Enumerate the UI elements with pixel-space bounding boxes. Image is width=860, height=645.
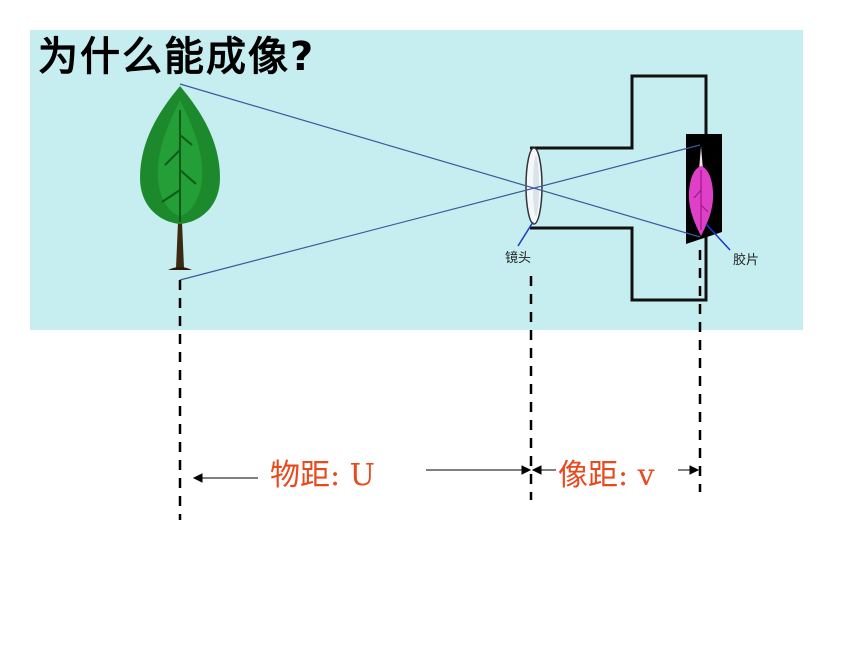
distance-arrows [192,465,700,483]
film-label: 胶片 [733,253,760,268]
lens-label: 镜头 [505,251,532,266]
light-rays [179,83,701,281]
image-distance-label: 像距: v [558,458,655,493]
page-title: 为什么能成像? [38,34,316,80]
tree-object [140,86,220,270]
distance-guides [178,250,702,520]
inverted-tree-image [688,146,714,236]
object-distance-label: 物距: U [270,458,375,493]
